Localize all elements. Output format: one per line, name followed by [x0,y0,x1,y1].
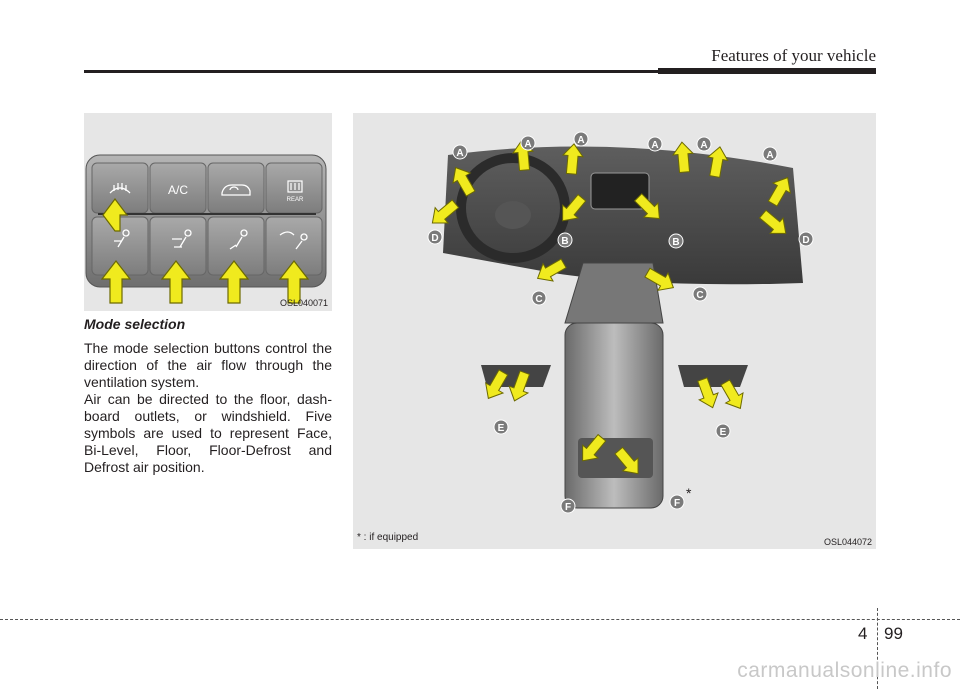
footer-vertical-rule [877,608,878,689]
right-floor-vent [678,365,748,387]
arrow-floor-defrost [278,260,310,304]
mode-face-icon [114,229,130,248]
header-rule-accent [658,68,876,74]
callout-c-1: C [531,290,547,306]
callout-d-1: D [427,229,443,245]
chapter-number: 4 [858,624,868,643]
svg-text:A: A [651,140,658,151]
callout-a-2: A [520,135,536,151]
header-rule [84,70,876,73]
svg-text:D: D [431,233,438,244]
callout-e-1: E [493,419,509,435]
arrow-bilevel [160,260,192,304]
mode-bilevel-icon [172,229,192,248]
callout-a-6: A [762,146,778,162]
arrow-floor [218,260,250,304]
mode-floor-defrost-icon [279,231,308,250]
rear-label: REAR [287,197,304,203]
callout-c-2: C [692,286,708,302]
svg-text:B: B [561,236,568,247]
callout-e-2: E [715,423,731,439]
center-console [564,322,664,509]
car-figure-code: OSL044072 [823,537,872,547]
callout-f-2: F [669,494,685,510]
callout-f-1: F [560,498,576,514]
svg-text:A: A [700,140,707,151]
page-number: 99 [884,624,903,643]
callout-a-4: A [647,136,663,152]
footer-rule [0,619,960,620]
callout-b-2: B [668,233,684,249]
watermark: carmanualsonline.info [737,659,952,682]
asterisk-mark: * [686,485,692,501]
button-rear [265,162,323,214]
page-header-title: Features of your vehicle [711,46,876,65]
callout-a-5: A [696,136,712,152]
svg-text:C: C [535,294,542,305]
section-paragraph-2: Air can be directed to the floor, dash-b… [84,391,332,475]
section-paragraph-1: The mode selection buttons control the d… [84,340,332,390]
arrow-defrost [102,198,129,232]
callout-a-3: A [573,131,589,147]
svg-text:B: B [672,237,679,248]
ac-label: A/C [168,183,188,197]
mode-floor-icon [229,229,248,250]
mode-panel-figure: A/C REAR OSL040071 [84,113,332,311]
vent-diagram-figure: A A A A A A B B C C D D E E F F * [353,113,876,549]
callout-a-1: A [452,144,468,160]
svg-text:C: C [696,290,703,301]
rear-defrost-icon [287,180,303,193]
svg-text:A: A [456,148,463,159]
svg-text:E: E [498,423,505,434]
svg-text:F: F [674,498,680,509]
callout-d-2: D [798,231,814,247]
svg-text:F: F [565,502,571,513]
svg-text:A: A [524,139,531,150]
panel-figure-code: OSL040071 [279,298,328,308]
svg-text:A: A [577,135,584,146]
callout-b-1: B [557,232,573,248]
section-title: Mode selection [84,316,186,332]
button-recirc [207,162,265,214]
arrow-face [100,260,132,304]
center-display [590,172,650,210]
recirculation-icon [221,184,251,196]
svg-text:E: E [720,427,727,438]
svg-text:A: A [766,150,773,161]
svg-text:D: D [802,235,809,246]
defrost-icon [109,183,131,194]
footnote: * : if equipped [357,532,419,543]
